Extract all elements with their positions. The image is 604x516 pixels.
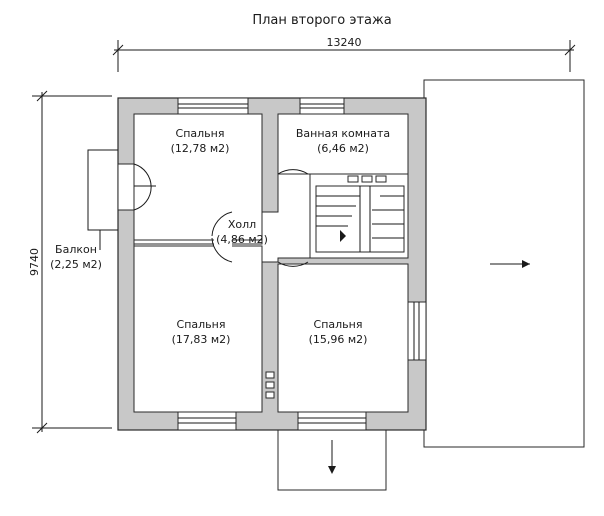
width-dimension: 13240: [112, 36, 576, 72]
bedroom-right-area: (15,96 м2): [309, 333, 368, 346]
height-dimension: 9740: [28, 90, 112, 434]
bedroom-top-area: (12,78 м2): [171, 142, 230, 155]
bedroom-left-area: (17,83 м2): [172, 333, 231, 346]
hall-name: Холл: [228, 218, 256, 231]
width-dimension-label: 13240: [327, 36, 362, 49]
height-dimension-label: 9740: [28, 248, 41, 276]
doors: [211, 169, 309, 267]
porch-area: [277, 429, 387, 491]
bathroom-area: (6,46 м2): [317, 142, 369, 155]
bedroom-left-name: Спальня: [177, 318, 226, 331]
bathroom-name: Ванная комната: [296, 127, 390, 140]
windows: [177, 97, 427, 431]
plan-title: План второго этажа: [252, 13, 391, 28]
roof-area: [423, 79, 585, 448]
hall-area: (4,86 м2): [216, 233, 268, 246]
staircase: [315, 185, 405, 253]
balcony-name: Балкон: [55, 243, 97, 256]
bedroom-right-name: Спальня: [314, 318, 363, 331]
balcony: [87, 149, 156, 250]
vent-blocks: [265, 371, 275, 399]
bath-fixtures: [347, 175, 387, 183]
balcony-area: (2,25 м2): [50, 258, 102, 271]
bedroom-top-name: Спальня: [176, 127, 225, 140]
